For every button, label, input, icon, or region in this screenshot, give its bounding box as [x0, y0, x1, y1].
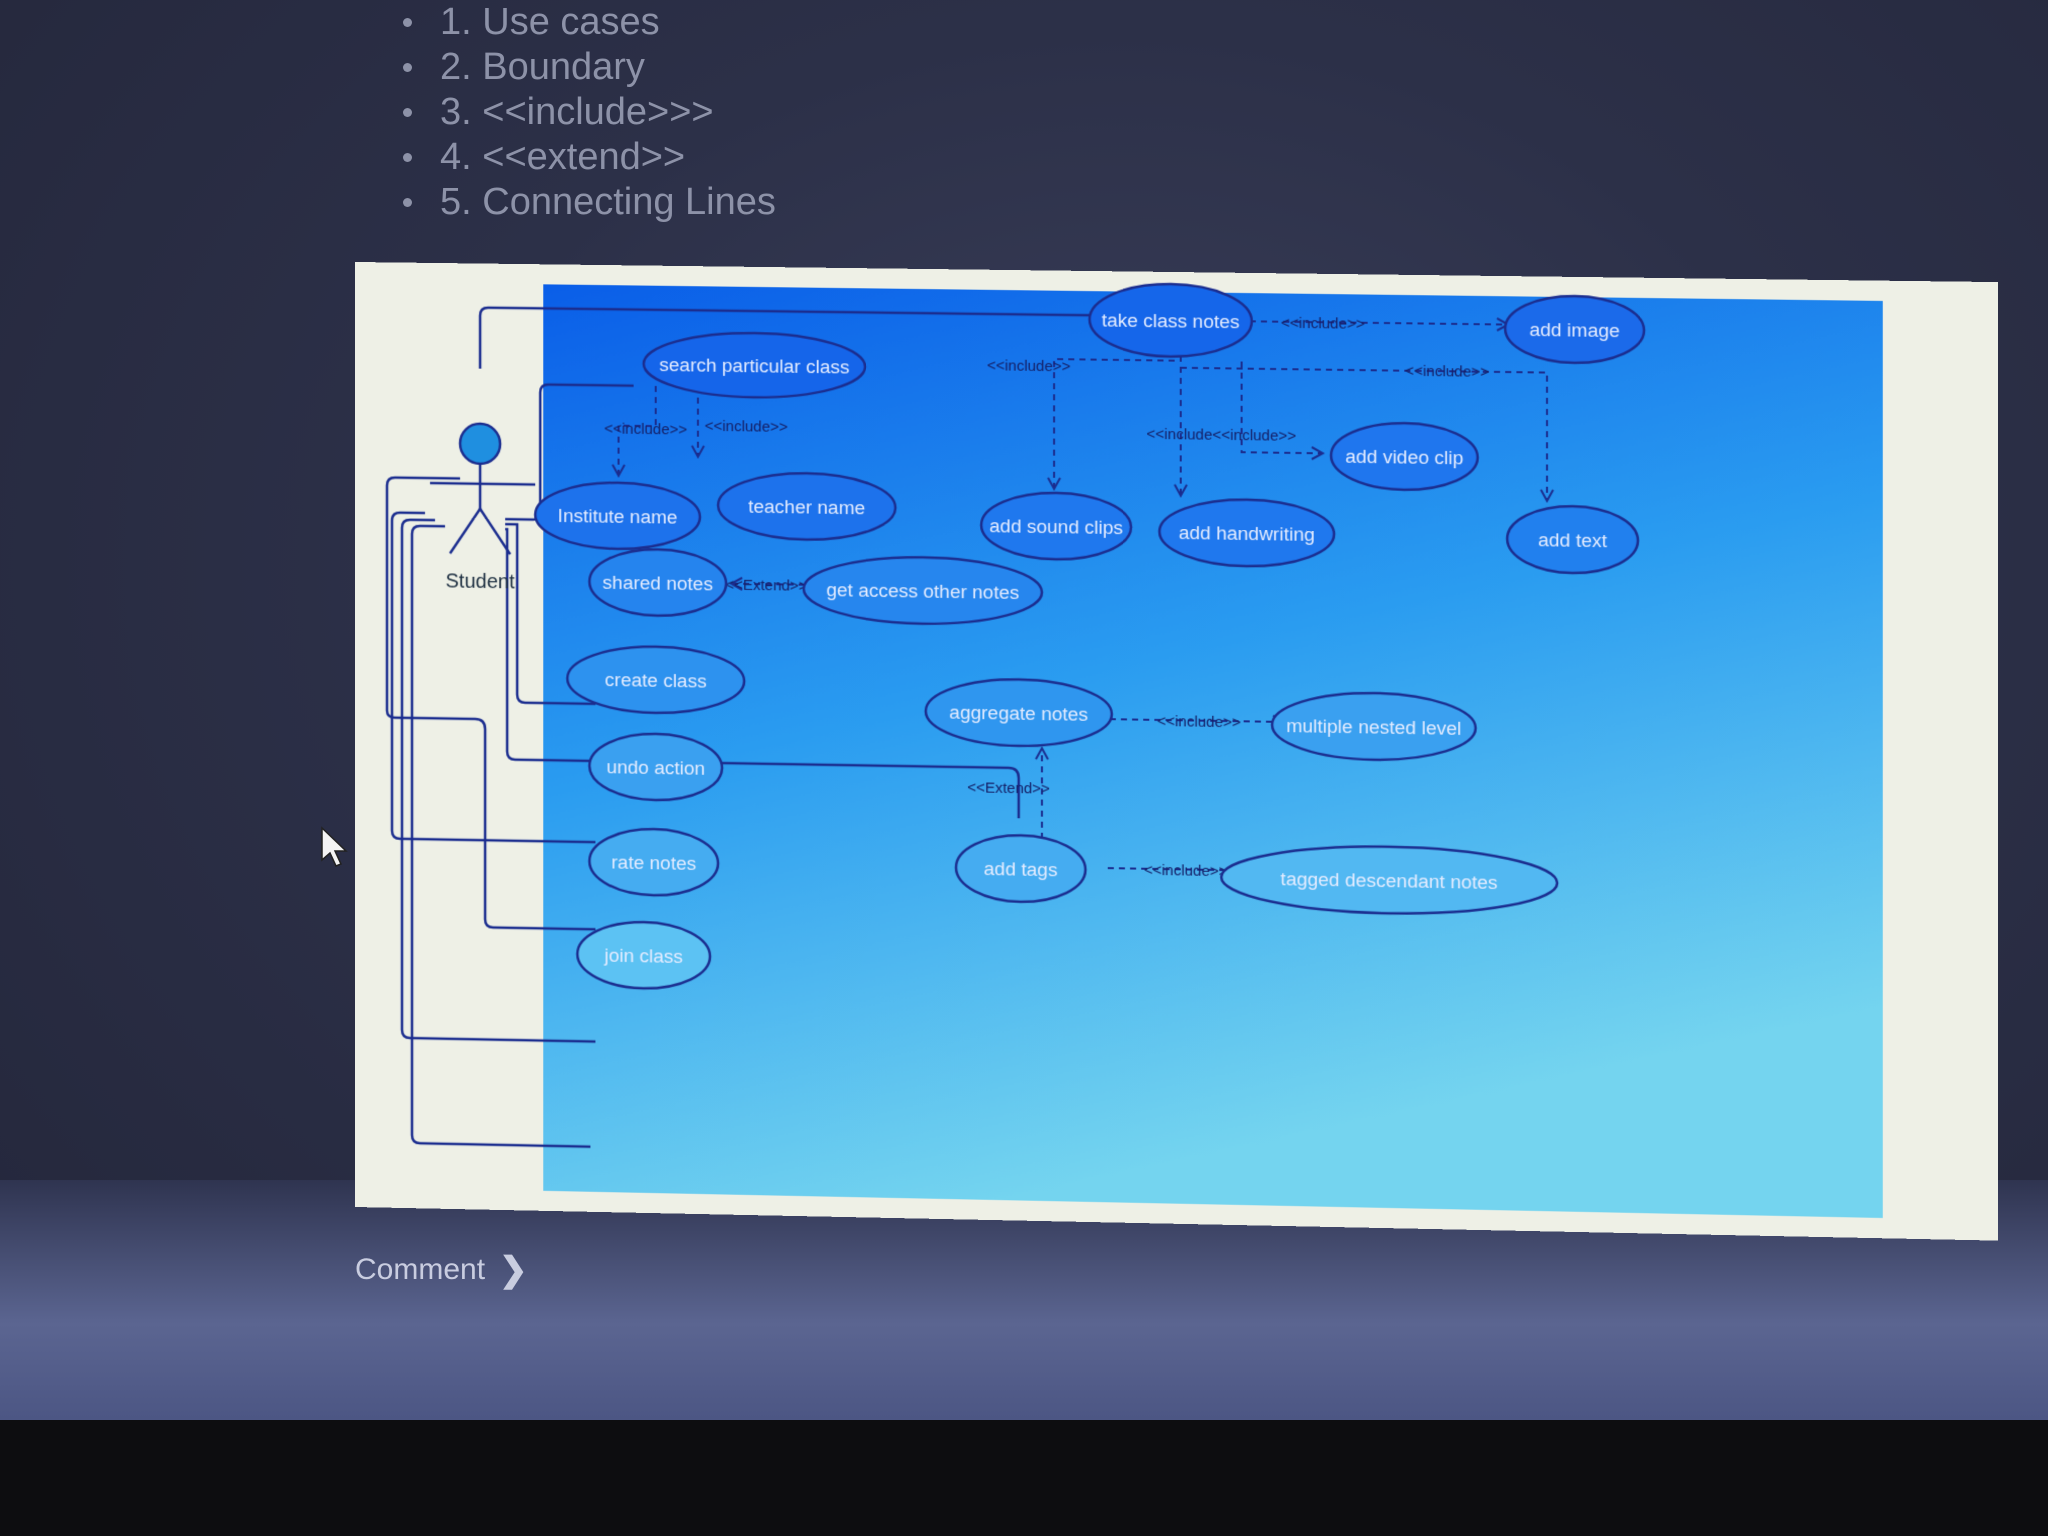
list-item: 1. Use cases	[395, 0, 776, 45]
use-case-join-class[interactable]: join class	[577, 921, 710, 990]
svg-text:undo action: undo action	[606, 757, 705, 780]
use-case-create-class[interactable]: create class	[567, 645, 744, 714]
svg-text:Institute name: Institute name	[558, 506, 678, 529]
svg-text:rate notes: rate notes	[611, 852, 696, 875]
include-label: <<include>>	[1157, 713, 1241, 731]
actor-label: Student	[446, 570, 515, 593]
svg-text:aggregate notes: aggregate notes	[949, 702, 1088, 725]
use-case-tagged-descendant-notes[interactable]: tagged descendant notes	[1221, 844, 1557, 916]
use-case-institute-name[interactable]: Institute name	[535, 482, 700, 551]
svg-text:add tags: add tags	[984, 859, 1058, 881]
svg-text:multiple nested level: multiple nested level	[1286, 716, 1461, 740]
extend-label: <<Extend>>	[725, 577, 807, 595]
svg-text:add image: add image	[1529, 320, 1620, 342]
chevron-right-icon: ❯	[499, 1251, 528, 1289]
actor-head-icon	[458, 421, 501, 465]
stereotype-labels: <<include>> <<include>> <<include>> <<in…	[604, 315, 1489, 881]
list-item: 4. <<extend>>	[395, 135, 776, 180]
svg-text:create class: create class	[605, 670, 707, 693]
include-double-label: <<include<<include>>	[1147, 426, 1297, 445]
use-cases: take class notes add image search partic…	[535, 276, 1644, 1007]
student-actor[interactable]: Student	[429, 421, 535, 594]
svg-text:tagged descendant notes: tagged descendant notes	[1281, 869, 1498, 894]
use-case-teacher-name[interactable]: teacher name	[718, 472, 895, 541]
bullet-icon	[403, 198, 412, 207]
bullet-icon	[403, 108, 412, 117]
list-item: 5. Connecting Lines	[395, 180, 776, 225]
svg-text:add video clip: add video clip	[1345, 447, 1463, 470]
svg-text:add handwriting: add handwriting	[1179, 523, 1315, 546]
use-case-search-particular-class[interactable]: search particular class	[644, 332, 865, 399]
criteria-list: 1. Use cases 2. Boundary 3. <<include>>>…	[395, 0, 776, 225]
include-label: <<include>>	[705, 418, 788, 436]
bullet-icon	[403, 18, 412, 27]
include-label: <<include>>	[1144, 862, 1228, 881]
comment-label: Comment	[355, 1253, 486, 1286]
actor-left-leg	[448, 507, 481, 554]
svg-text:teacher name: teacher name	[748, 497, 865, 520]
use-case-add-tags[interactable]: add tags	[956, 834, 1085, 903]
actor-arms	[429, 481, 535, 486]
bullet-icon	[403, 153, 412, 162]
use-case-add-text[interactable]: add text	[1507, 505, 1638, 574]
use-case-take-class-notes[interactable]: take class notes	[1090, 283, 1252, 358]
svg-text:join class: join class	[603, 946, 682, 969]
use-case-rate-notes[interactable]: rate notes	[589, 828, 718, 896]
svg-text:search particular class: search particular class	[659, 355, 849, 379]
actor-right-leg	[478, 507, 511, 555]
use-case-add-handwriting[interactable]: add handwriting	[1159, 498, 1334, 567]
use-case-undo-action[interactable]: undo action	[589, 733, 722, 801]
cursor-arrow-icon	[321, 826, 348, 867]
include-label: <<include>>	[987, 357, 1071, 375]
include-label: <<include>>	[604, 420, 687, 438]
use-case-diagram: Student <<include>> <<include>> <<includ…	[355, 262, 1998, 1241]
use-case-add-image[interactable]: add image	[1505, 295, 1644, 363]
svg-text:get access other notes: get access other notes	[826, 580, 1019, 604]
svg-text:add sound clips: add sound clips	[989, 516, 1123, 539]
use-case-shared-notes[interactable]: shared notes	[589, 548, 726, 616]
use-case-diagram-image: Student <<include>> <<include>> <<includ…	[355, 262, 1998, 1241]
svg-text:take class notes: take class notes	[1102, 310, 1240, 333]
use-case-multiple-nested-level[interactable]: multiple nested level	[1272, 692, 1476, 762]
use-case-add-video-clip[interactable]: add video clip	[1331, 422, 1478, 491]
use-case-add-sound-clips[interactable]: add sound clips	[981, 492, 1131, 561]
list-item: 3. <<include>>>	[395, 90, 776, 135]
extend-label: <<Extend>>	[967, 779, 1050, 797]
list-item: 2. Boundary	[395, 45, 776, 90]
use-case-get-access-other-notes[interactable]: get access other notes	[804, 556, 1042, 626]
svg-text:shared notes: shared notes	[603, 573, 713, 596]
svg-text:add text: add text	[1538, 530, 1608, 552]
bullet-icon	[403, 63, 412, 72]
include-label: <<include>>	[1281, 315, 1365, 333]
monitor-bezel	[0, 1420, 2048, 1536]
include-label: <<include>>	[1405, 363, 1489, 381]
use-case-aggregate-notes[interactable]: aggregate notes	[926, 678, 1112, 747]
comment-link[interactable]: Comment ❯	[355, 1250, 528, 1290]
